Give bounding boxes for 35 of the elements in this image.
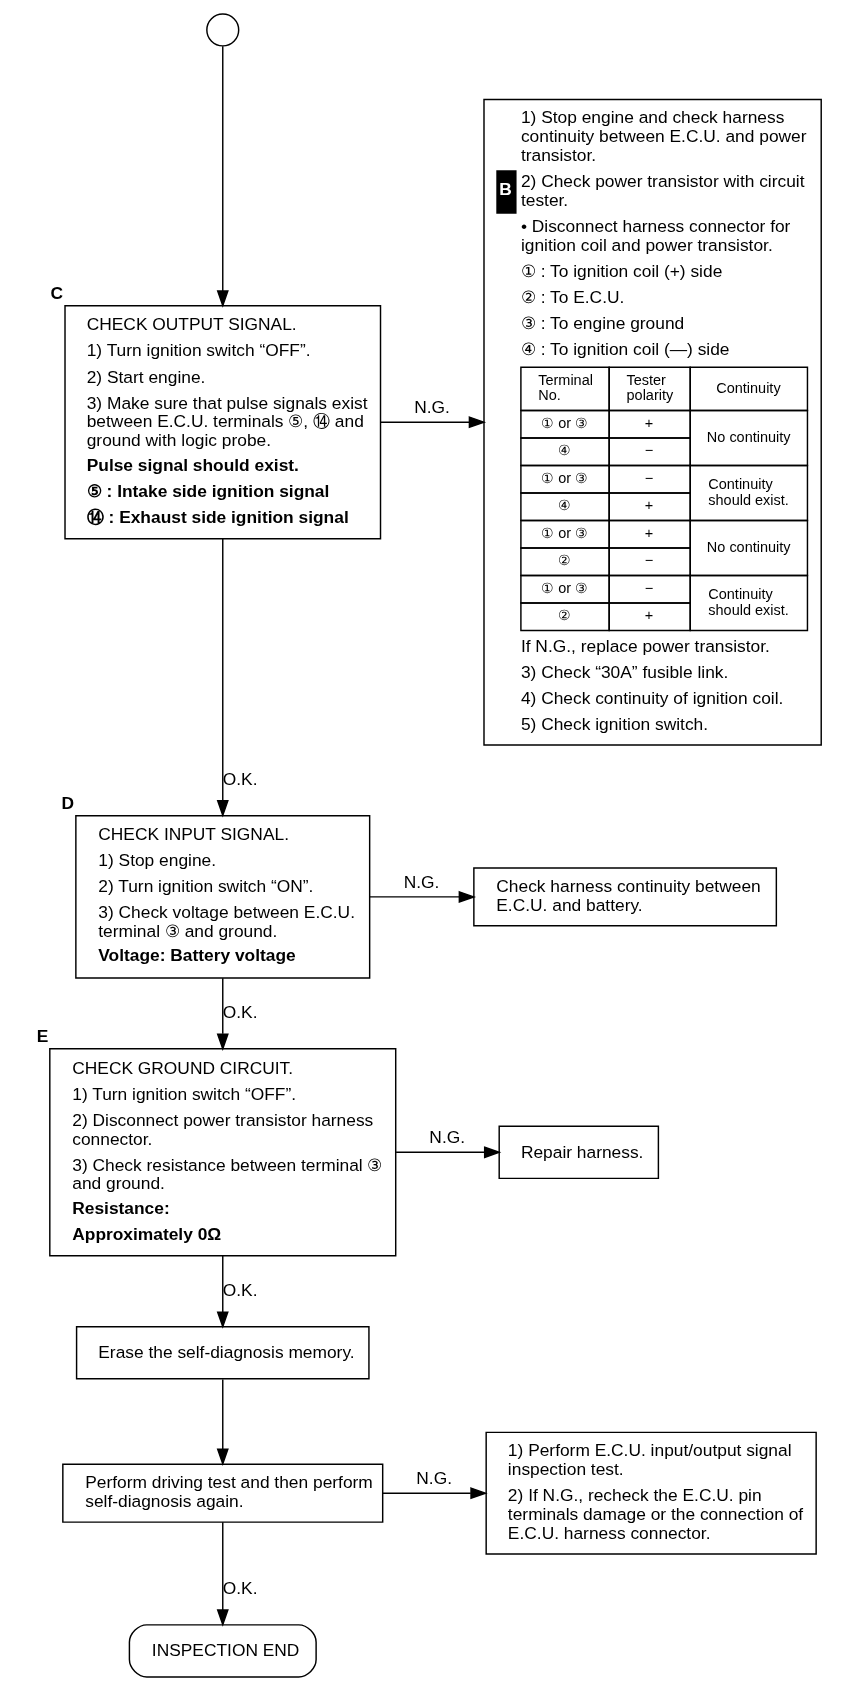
- label: ②: [557, 552, 571, 569]
- label: ④: [557, 442, 571, 459]
- edge-label: N.G.: [415, 1467, 452, 1488]
- label: ① or ③: [540, 414, 588, 431]
- label: Terminal No.: [537, 371, 593, 404]
- edge-label: O.K.: [222, 1001, 257, 1022]
- label: No continuity: [706, 428, 791, 445]
- edge-label: N.G.: [428, 1127, 465, 1148]
- edge-label: N.G.: [413, 396, 450, 417]
- label: +: [644, 524, 653, 541]
- label: ④: [557, 497, 571, 514]
- edge-label: O.K.: [222, 768, 257, 789]
- label: Continuity: [715, 379, 781, 396]
- label: Tester polarity: [626, 371, 673, 404]
- label: Continuity should exist.: [707, 585, 789, 618]
- label: ②: [557, 607, 571, 624]
- label: ① or ③: [540, 524, 588, 541]
- label: −: [644, 469, 653, 486]
- label: ① or ③: [540, 469, 588, 486]
- label: −: [644, 552, 653, 569]
- label: −: [644, 579, 653, 596]
- edge-label: O.K.: [222, 1577, 257, 1598]
- label: ① or ③: [540, 579, 588, 596]
- node-label: C: [50, 283, 63, 304]
- label: +: [644, 497, 653, 514]
- label: +: [644, 414, 653, 431]
- node-label: D: [60, 793, 74, 814]
- node-label: E: [36, 1026, 48, 1047]
- label: Continuity should exist.: [707, 475, 789, 508]
- label: −: [644, 442, 653, 459]
- label: No continuity: [706, 538, 791, 555]
- label: B: [498, 179, 512, 200]
- edge-label: O.K.: [222, 1279, 257, 1300]
- label: +: [644, 607, 653, 624]
- edge-label: N.G.: [403, 871, 439, 892]
